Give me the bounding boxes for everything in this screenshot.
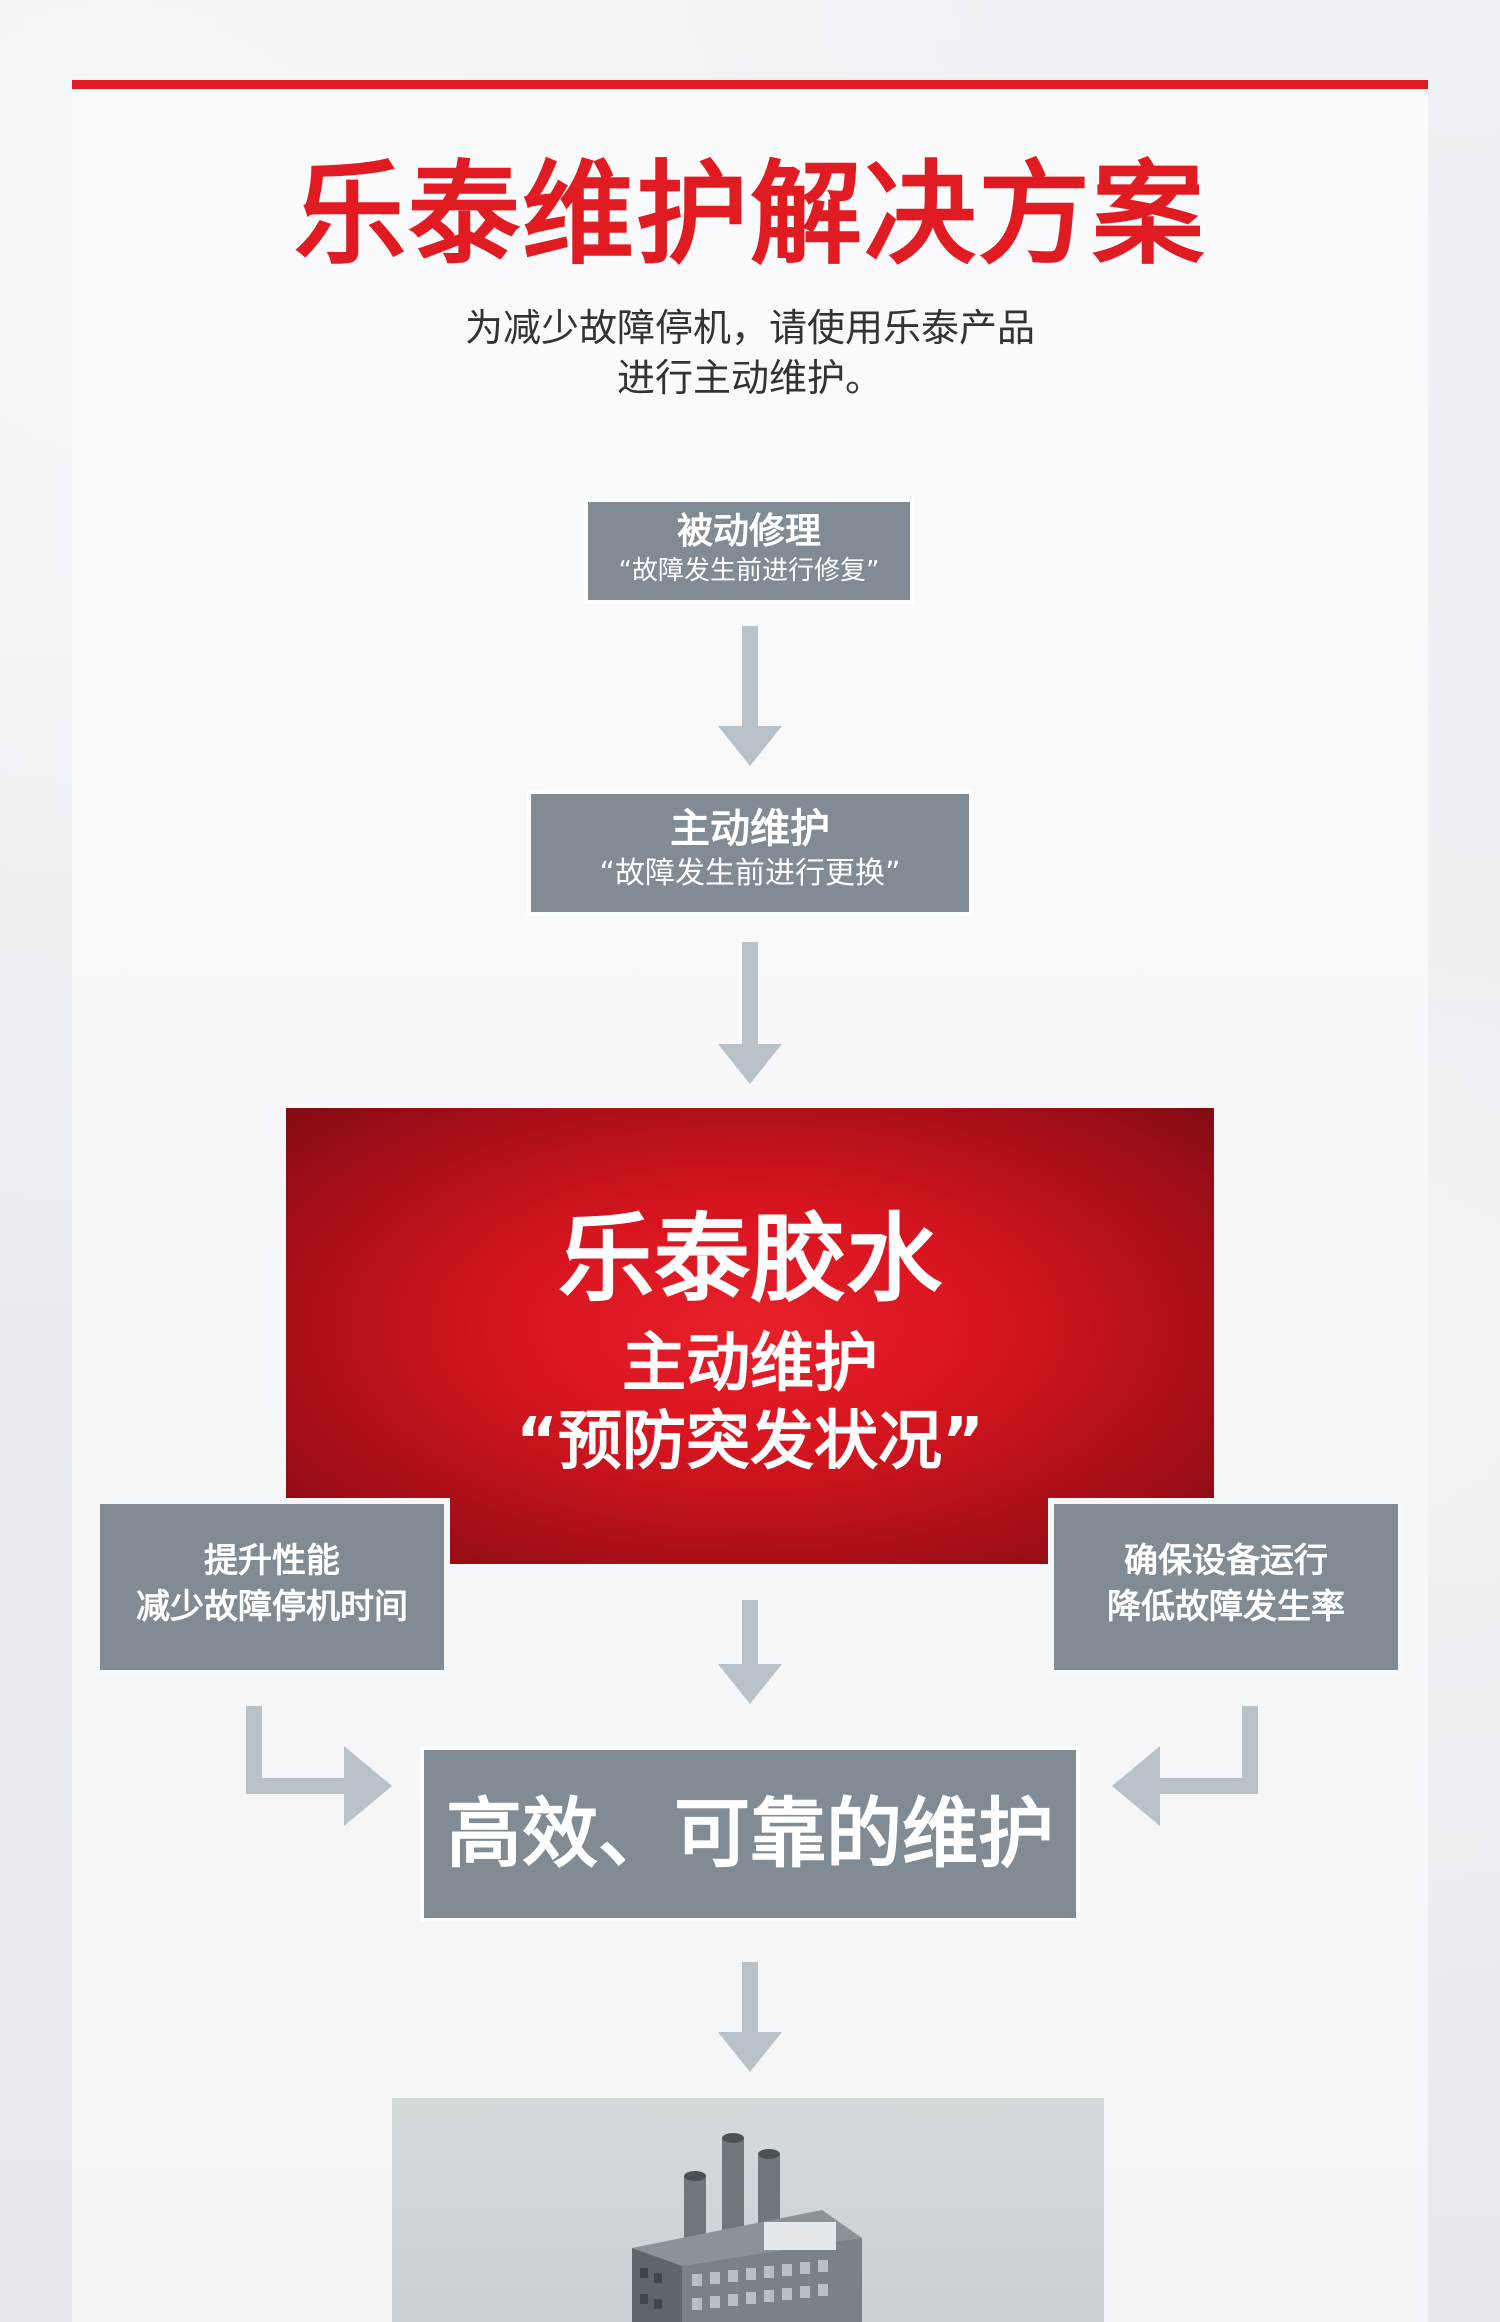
loctite-title: 乐泰胶水 <box>558 1203 942 1315</box>
arrow-down-icon <box>718 942 782 1084</box>
arrow-down-icon <box>718 1600 782 1704</box>
subtitle-line-2: 进行主动维护。 <box>616 356 883 400</box>
proactive-maintenance-title: 主动维护 <box>670 806 830 852</box>
reactive-repair-box: 被动修理 “故障发生前进行修复” <box>588 502 910 600</box>
arrow-down-icon <box>718 626 782 766</box>
proactive-maintenance-desc: “故障发生前进行更换” <box>599 856 901 891</box>
left-benefit-line-2: 减少故障停机时间 <box>136 1587 408 1627</box>
proactive-maintenance-box: 主动维护 “故障发生前进行更换” <box>531 794 969 912</box>
arrow-down-icon <box>718 1962 782 2072</box>
factory-illustration <box>392 2098 1104 2322</box>
right-benefit-box: 确保设备运行 降低故障发生率 <box>1054 1504 1398 1670</box>
right-benefit-line-2: 降低故障发生率 <box>1107 1587 1345 1627</box>
left-benefit-box: 提升性能 减少故障停机时间 <box>100 1504 444 1670</box>
result-box: 高效、可靠的维护 <box>424 1750 1076 1918</box>
red-top-rule <box>72 80 1428 89</box>
left-benefit-line-1: 提升性能 <box>204 1541 340 1581</box>
page-title: 乐泰维护解决方案 <box>294 150 1206 280</box>
loctite-subtitle: 主动维护 <box>622 1327 878 1401</box>
right-benefit-line-1: 确保设备运行 <box>1124 1541 1328 1581</box>
result-text: 高效、可靠的维护 <box>446 1789 1054 1878</box>
loctite-tagline: “预防突发状况” <box>515 1405 985 1479</box>
bracket-arrow-left-icon <box>1112 1706 1258 1826</box>
reactive-repair-title: 被动修理 <box>676 511 821 552</box>
subtitle-line-1: 为减少故障停机，请使用乐泰产品 <box>464 306 1035 350</box>
loctite-highlight-box: 乐泰胶水 主动维护 “预防突发状况” <box>286 1108 1214 1564</box>
factory-icon <box>632 2133 862 2322</box>
reactive-repair-desc: “故障发生前进行修复” <box>618 556 880 586</box>
bracket-arrow-right-icon <box>246 1706 392 1826</box>
